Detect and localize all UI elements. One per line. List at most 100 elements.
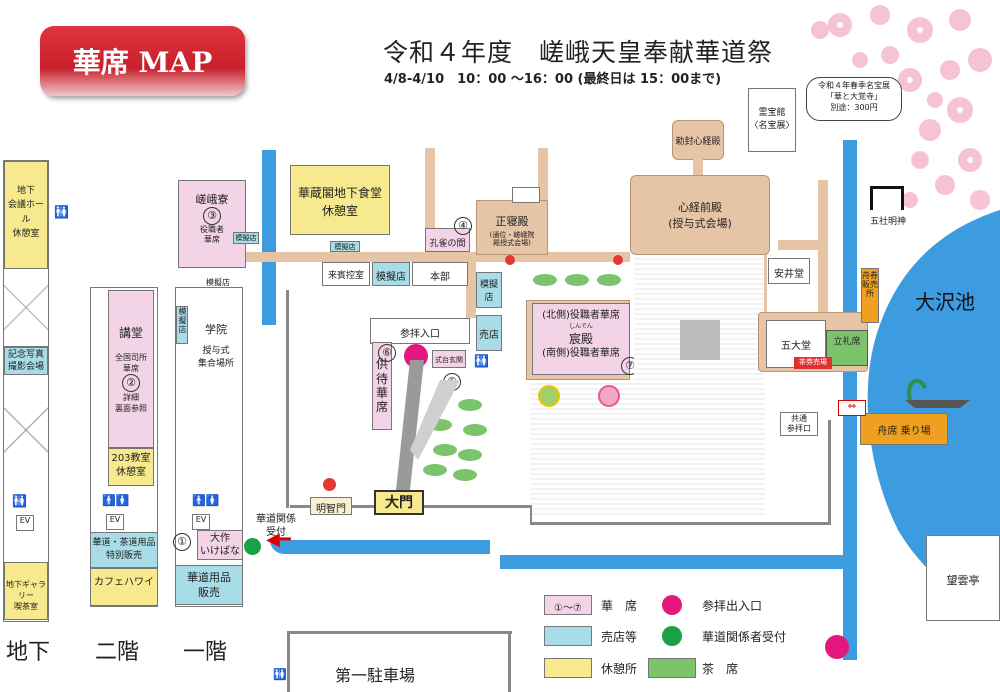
- raihin-hikae: 来賓控室: [322, 262, 370, 286]
- restroom-icon: 🚻: [273, 668, 287, 681]
- daimon-gate: 大門: [374, 490, 424, 515]
- shoshinden-label: 正寝殿: [495, 215, 529, 228]
- kodo-hanaseki: 講堂 全国司所 華席 ② 詳細 裏面参照: [108, 290, 154, 448]
- courtyard-lower: [530, 380, 765, 515]
- f2-floor: [90, 287, 158, 607]
- cafe-hawaii: カフェハワイ: [90, 568, 158, 606]
- shinden-label: 宸殿: [568, 331, 593, 346]
- shinden-ruby: しんでん: [569, 322, 593, 330]
- gosha-myojin: 五社明神: [870, 217, 907, 227]
- boundo: 望雲亭: [926, 535, 1000, 621]
- ev-icon: EV: [16, 515, 34, 531]
- shoshinden: 正寝殿 (通位・嵯峨院 殿授式会場): [476, 200, 548, 255]
- sagaryo-hanaseki: 嵯峨寮 ③ 役職者 華席: [178, 180, 246, 268]
- chokufu-shingyoden: 勅封心経殿: [672, 120, 724, 160]
- note-line: 「華と大覚寺」: [826, 91, 882, 101]
- floor-2f: 二階: [95, 640, 140, 665]
- mogiten-2: 模擬店: [476, 272, 502, 308]
- note-line: 別途：300円: [830, 102, 878, 112]
- seat-2: ②: [122, 374, 140, 393]
- legend-hanaseki: 華 席: [601, 599, 638, 613]
- legend-tea: 茶 席: [702, 662, 739, 676]
- floor-b1: 地下: [6, 640, 51, 665]
- seat-4: ④: [454, 214, 472, 235]
- no-entry-icon: [613, 255, 623, 265]
- corridor-main: [180, 252, 525, 262]
- b1-hall: 地下 会議ホール 休憩室: [4, 161, 48, 269]
- seat-6: ⑥: [378, 341, 396, 362]
- parking-wall: [287, 631, 290, 692]
- no-entry-icon: [323, 478, 336, 491]
- mogiten-1: 模擬店: [372, 262, 410, 286]
- legend-rest-swatch: [544, 658, 592, 678]
- boat-ticket-booth: 舟券 販売所: [861, 268, 879, 323]
- walkway: [396, 360, 460, 490]
- restroom-icon: 🚻: [54, 205, 69, 219]
- shinden-north: (北側)役職者華席: [542, 310, 620, 321]
- building-small: [512, 187, 540, 203]
- mogiten-gakuin: 模擬店: [176, 306, 188, 344]
- canal-left: [262, 150, 276, 325]
- osawa-pond: [867, 210, 1000, 610]
- kodo-sub2: 詳細 裏面参照: [115, 393, 147, 414]
- mogiten-gakuin-label: 模擬店: [178, 307, 187, 334]
- corridor-h4: [778, 240, 828, 250]
- arrow-left-icon: ◀━: [266, 529, 291, 550]
- b1-void-2: [4, 375, 48, 485]
- restroom-icon: 🚹🚺: [192, 494, 220, 507]
- corridor-main-2: [520, 252, 630, 262]
- canal-bottom-left: [270, 540, 490, 554]
- pond-label: 大沢池: [915, 290, 975, 314]
- sagaryo-sub: 役職者 華席: [200, 225, 224, 245]
- mogiten-kazo: 模擬店: [330, 241, 360, 252]
- b1-gallery: 地下ギャラリー 喫茶室: [4, 562, 48, 620]
- shoshinden-sub: (通位・嵯峨院 殿授式会場): [489, 231, 535, 248]
- ryurei-tea: 立礼席: [826, 330, 868, 366]
- kado-goods: 華道用品 販売: [175, 565, 243, 605]
- boat-pier: 舟席 乗り場: [860, 413, 948, 445]
- tea-ticket-booth: 茶券売場: [794, 357, 832, 369]
- legend-entrance-dot: [662, 595, 682, 615]
- legend: ①〜⑦ 華 席 参拝出入口 売店等 華道関係者受付 休憩所 茶 席: [530, 582, 814, 692]
- page-title: 令和４年度 嵯峨天皇奉献華道祭: [383, 38, 774, 67]
- sagaryo-label: 嵯峨寮: [195, 193, 229, 206]
- event-dates: 4/8-4/10 10：00 〜16：00 (最終日は 15：00まで): [384, 72, 722, 87]
- kado-reception-label: 華道関係 受付: [256, 514, 296, 538]
- shingyo-zenden: 心経前殿 (授与式会場): [630, 175, 770, 255]
- gosha-torii-icon: [870, 186, 904, 210]
- kado-reception-marker: [244, 538, 261, 555]
- kyoji-hanaseki: 供 待 華 席: [372, 342, 392, 430]
- parking-wall: [508, 631, 511, 692]
- parking-wall: [287, 631, 512, 634]
- kodo-sub: 全国司所 華席: [115, 352, 147, 373]
- corridor-v5: [818, 180, 828, 330]
- canal-bottom: [500, 555, 850, 569]
- gakuin-label: 学院: [205, 323, 227, 336]
- legend-entrance: 参拝出入口: [702, 599, 763, 613]
- flower-tree-pink: [598, 385, 620, 407]
- common-entrance: 共通 参拝口: [780, 412, 818, 436]
- wall-west: [286, 290, 289, 508]
- sanpai-entrance-building: 参拝入口: [370, 318, 470, 344]
- mogiten-saga: 模擬店: [233, 232, 259, 244]
- kazokaku-rest: 華蔵閣地下食堂 休憩室: [290, 165, 390, 235]
- crossing-arrow-icon: ⇔: [838, 400, 866, 416]
- restroom-icon: 🚻: [12, 494, 27, 508]
- legend-shop: 売店等: [601, 630, 638, 644]
- anseido: 安井堂: [768, 258, 810, 284]
- shinden-hanaseki: (北側)役職者華席 しんでん 宸殿 (南側)役職者華席: [532, 303, 630, 375]
- legend-rest: 休憩所: [601, 662, 638, 676]
- pine-trees: [533, 274, 621, 286]
- wall: [530, 505, 532, 525]
- shinden-south: (南側)役職者華席: [542, 347, 620, 359]
- legend-reception: 華道関係者受付: [702, 630, 787, 644]
- meichi-gate: 明智門: [310, 497, 352, 515]
- daisaku-ikebana: 大作 いけばな: [197, 530, 243, 560]
- kodo-label: 講堂: [118, 326, 143, 340]
- note-line: 令和４年春季名宝展: [818, 81, 890, 90]
- flower-tree-yellow: [538, 385, 560, 407]
- no-entry-icon: [505, 255, 515, 265]
- f1-floor: [175, 287, 243, 607]
- wall-south-2: [530, 522, 830, 525]
- legend-shop-swatch: [544, 626, 592, 646]
